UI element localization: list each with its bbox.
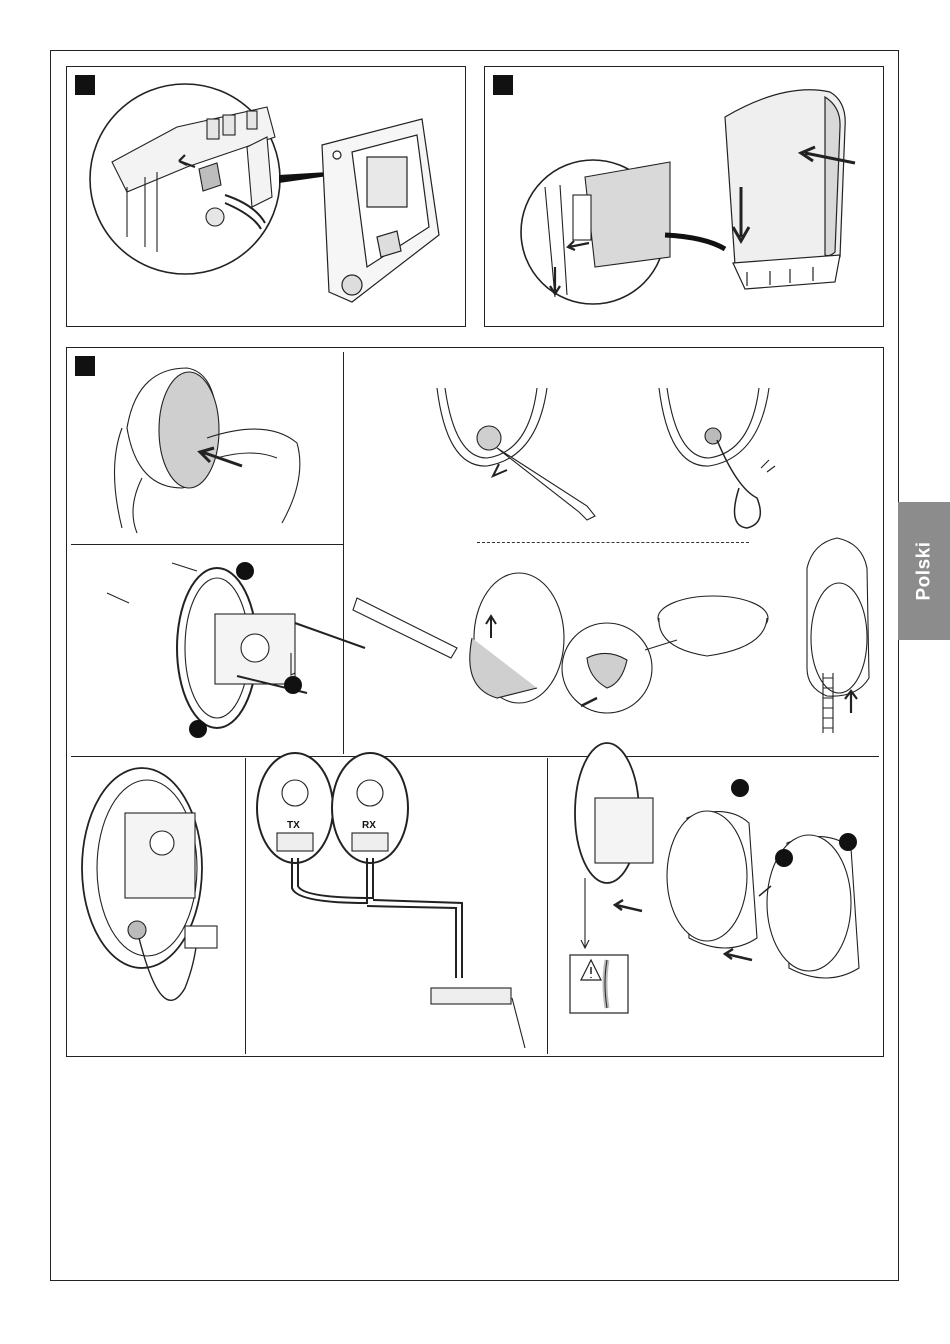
- rx-label: RX: [362, 820, 376, 831]
- cover-removal: [353, 573, 564, 703]
- cover-device: [725, 90, 855, 289]
- screwdriver-icon: [497, 448, 595, 520]
- cable-through-base: [659, 388, 775, 528]
- callout-dot: [189, 720, 207, 738]
- hands-pressing-cover: [115, 368, 300, 533]
- language-tab[interactable]: Polski: [898, 502, 950, 640]
- wired-base: [82, 768, 217, 1000]
- base-drain-detail: [562, 596, 768, 713]
- installation-steps-illustration: TX RX: [67, 348, 883, 1056]
- cover-fitting-illustration: [485, 67, 883, 326]
- figure-panel-3: TX RX: [66, 347, 884, 1057]
- figure-panel-1: [66, 66, 466, 327]
- wall-mounting: [107, 563, 365, 728]
- conduit-cable: [807, 538, 869, 733]
- callout-dot: [839, 833, 857, 851]
- control-unit-illustration: [67, 67, 465, 326]
- callout-dot: [236, 562, 254, 580]
- zoom-connector-line: [665, 235, 725, 249]
- wiring-diagram: [257, 753, 525, 1048]
- figure-panel-2: [484, 66, 884, 327]
- warning-box: [570, 955, 628, 1013]
- screw-icon: [295, 623, 365, 648]
- language-tab-label: Polski: [913, 542, 935, 601]
- control-unit-device: [322, 119, 439, 302]
- push-arrow-icon: [725, 949, 752, 960]
- base-opening-with-screwdriver: [437, 388, 595, 520]
- push-arrow-icon: [615, 900, 642, 911]
- callout-dot: [284, 676, 302, 694]
- callout-dot: [731, 779, 749, 797]
- cover-assembly: [575, 743, 859, 978]
- tx-label: TX: [287, 820, 300, 831]
- callout-dot: [775, 849, 793, 867]
